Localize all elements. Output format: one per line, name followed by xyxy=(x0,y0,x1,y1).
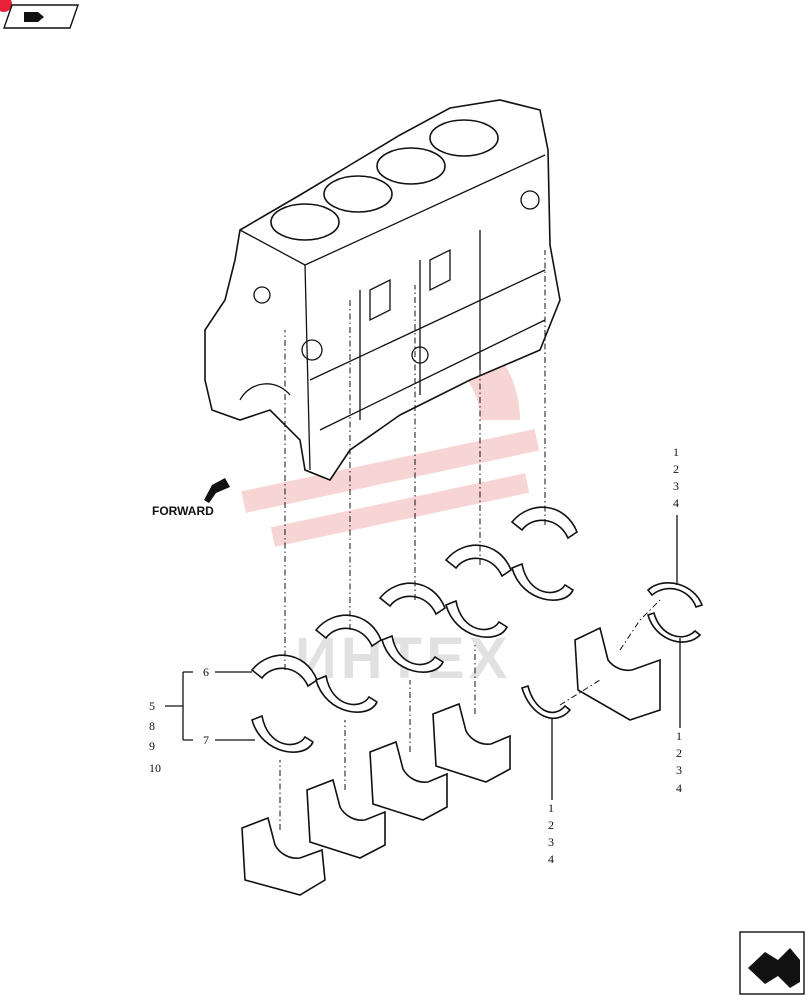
callout-left-group: 5 8 9 10 xyxy=(149,699,161,775)
callout-label: 5 xyxy=(149,699,155,713)
forward-label: FORWARD xyxy=(152,504,214,518)
callout-label: 3 xyxy=(548,835,554,849)
callout-label: 2 xyxy=(673,462,679,476)
callout-label: 8 xyxy=(149,719,155,733)
forward-arrow-icon xyxy=(204,478,230,503)
leader-lines xyxy=(165,515,681,800)
bearing-caps xyxy=(241,626,661,896)
callout-label: 1 xyxy=(548,801,554,815)
next-page-icon xyxy=(748,948,800,988)
lower-bearing-shells xyxy=(251,562,575,753)
callout-top-right: 1 2 3 4 xyxy=(673,445,679,510)
callout-label: 4 xyxy=(676,781,682,795)
back-nav-button[interactable] xyxy=(0,0,79,29)
phantom-lines xyxy=(279,250,661,830)
callout-label: 1 xyxy=(676,729,682,743)
callout-label: 4 xyxy=(548,852,554,866)
callout-label: 2 xyxy=(676,746,682,760)
callout-lower-shell: 7 xyxy=(203,733,209,747)
callout-label: 4 xyxy=(673,496,679,510)
callout-label: 9 xyxy=(149,739,155,753)
callout-label: 2 xyxy=(548,818,554,832)
thrust-washers xyxy=(521,581,704,720)
callout-center-lower: 1 2 3 4 xyxy=(548,801,554,866)
upper-bearing-shells xyxy=(250,506,578,688)
callout-right-lower: 1 2 3 4 xyxy=(676,729,682,795)
engine-block xyxy=(204,99,561,481)
callout-label: 3 xyxy=(673,479,679,493)
next-page-button[interactable] xyxy=(739,931,805,995)
callout-label: 10 xyxy=(149,761,161,775)
forward-indicator: FORWARD xyxy=(152,478,230,518)
callout-label: 1 xyxy=(673,445,679,459)
red-badge-icon xyxy=(0,0,12,12)
callout-upper-shell: 6 xyxy=(203,665,209,679)
callout-label: 3 xyxy=(676,763,682,777)
arrow-right-icon xyxy=(24,12,44,22)
